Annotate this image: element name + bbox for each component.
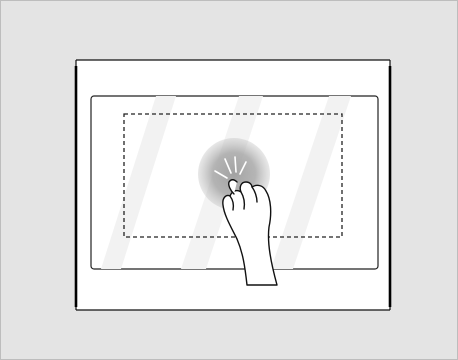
touch-panel-illustration <box>1 1 458 360</box>
instruction-diagram <box>0 0 458 360</box>
